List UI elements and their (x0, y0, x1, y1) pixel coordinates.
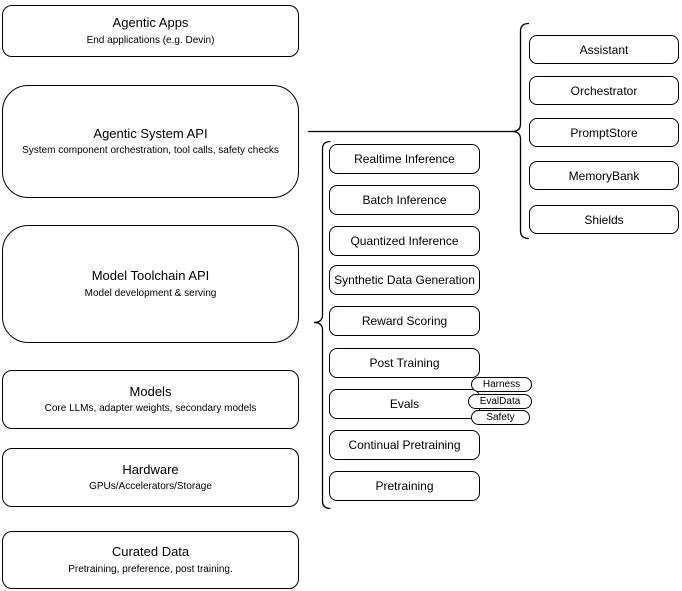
node-post-training: Post Training (329, 348, 480, 378)
node-agentic-system-api: Agentic System API System component orch… (2, 85, 299, 198)
node-curated-data: Curated Data Pretraining, preference, po… (2, 531, 299, 589)
node-label: Continual Pretraining (348, 438, 461, 452)
node-label: Quantized Inference (350, 234, 459, 248)
node-title: Hardware (122, 461, 179, 477)
node-label: Evals (389, 397, 420, 411)
node-shields: Shields (529, 205, 679, 234)
node-subtitle: End applications (e.g. Devin) (86, 34, 215, 46)
tag-label: Safety (486, 412, 515, 423)
node-subtitle: Pretraining, preference, post training. (68, 563, 233, 575)
node-assistant: Assistant (529, 35, 679, 64)
node-label: Batch Inference (362, 193, 447, 207)
tag-evaldata: EvalData (468, 394, 532, 409)
node-orchestrator: Orchestrator (529, 76, 679, 105)
toolchain-group-brace (313, 140, 331, 510)
node-agentic-apps: Agentic Apps End applications (e.g. Devi… (2, 5, 299, 57)
node-models: Models Core LLMs, adapter weights, secon… (2, 370, 299, 429)
node-realtime-inference: Realtime Inference (329, 144, 480, 174)
node-title: Curated Data (111, 544, 190, 560)
node-title: Agentic Apps (112, 15, 189, 31)
node-label: Reward Scoring (361, 314, 448, 328)
tag-label: EvalData (479, 396, 521, 407)
node-label: MemoryBank (568, 168, 640, 183)
tag-harness: Harness (471, 377, 532, 392)
node-continual-pretraining: Continual Pretraining (329, 430, 480, 460)
node-reward-scoring: Reward Scoring (329, 306, 480, 336)
node-label: Realtime Inference (354, 152, 455, 166)
node-label: Synthetic Data Generation (334, 273, 475, 287)
node-title: Agentic System API (93, 125, 208, 141)
tag-label: Harness (482, 379, 521, 390)
tag-safety: Safety (471, 410, 530, 425)
node-quantized-inference: Quantized Inference (329, 226, 480, 256)
node-label: Pretraining (375, 479, 434, 493)
node-pretraining: Pretraining (329, 471, 480, 501)
node-hardware: Hardware GPUs/Accelerators/Storage (2, 448, 299, 507)
node-label: Orchestrator (570, 83, 638, 98)
node-subtitle: System component orchestration, tool cal… (22, 145, 279, 157)
node-model-toolchain-api: Model Toolchain API Model development & … (2, 225, 299, 343)
node-label: Assistant (579, 42, 629, 57)
node-label: Shields (584, 212, 624, 227)
node-evals: Evals (329, 389, 480, 419)
node-batch-inference: Batch Inference (329, 185, 480, 215)
node-subtitle: Model development & serving (84, 287, 217, 299)
node-subtitle: Core LLMs, adapter weights, secondary mo… (44, 403, 257, 415)
node-memorybank: MemoryBank (529, 161, 679, 190)
node-synthetic-data-generation: Synthetic Data Generation (329, 265, 480, 295)
node-title: Models (129, 383, 172, 399)
node-label: PromptStore (570, 125, 638, 140)
system-group-brace (511, 22, 530, 240)
node-promptstore: PromptStore (529, 118, 679, 147)
node-title: Model Toolchain API (91, 268, 210, 284)
node-label: Post Training (369, 356, 440, 370)
node-subtitle: GPUs/Accelerators/Storage (89, 481, 212, 493)
